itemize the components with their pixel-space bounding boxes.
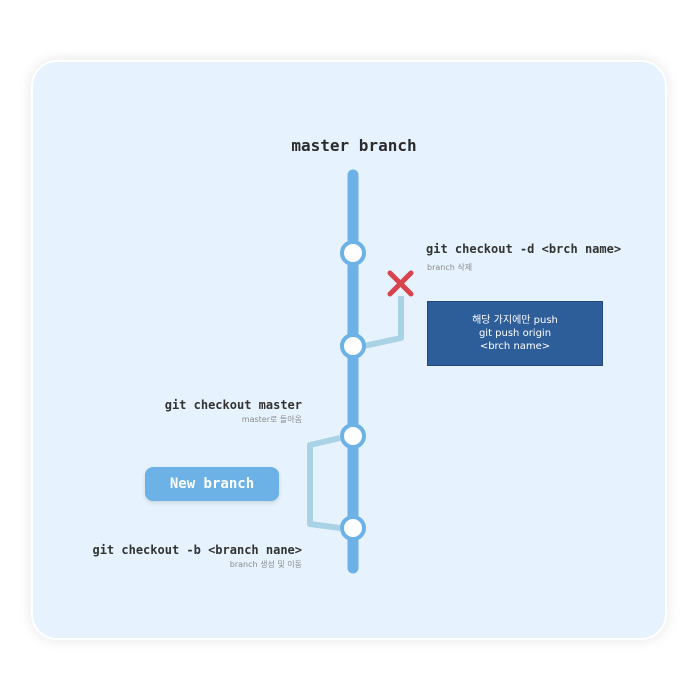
checkout-master-command: git checkout master (164, 398, 302, 412)
new-branch-button[interactable]: New branch (145, 467, 279, 501)
commit-node (340, 333, 366, 359)
delete-branch-description: branch 삭제 (427, 263, 473, 272)
create-branch-command: git checkout -b <branch nane> (92, 543, 302, 557)
page-title: master branch (291, 136, 417, 155)
commit-node (340, 240, 366, 266)
delete-branch-command: git checkout -d <brch name> (426, 242, 622, 256)
push-box-line: <brch name> (479, 341, 551, 352)
deleted-branch-line (363, 296, 404, 349)
commit-node (340, 515, 366, 541)
checkout-master-description: master로 돌아옴 (241, 415, 302, 424)
x-icon (387, 270, 414, 297)
push-info-box: 해당 가지에만 push git push origin <brch name> (427, 301, 603, 366)
push-box-line: 해당 가지에만 push (472, 315, 558, 326)
new-branch-line (307, 435, 341, 531)
commit-node (340, 423, 366, 449)
push-box-line: git push origin (478, 328, 552, 339)
create-branch-description: branch 생성 및 이동 (229, 560, 302, 569)
